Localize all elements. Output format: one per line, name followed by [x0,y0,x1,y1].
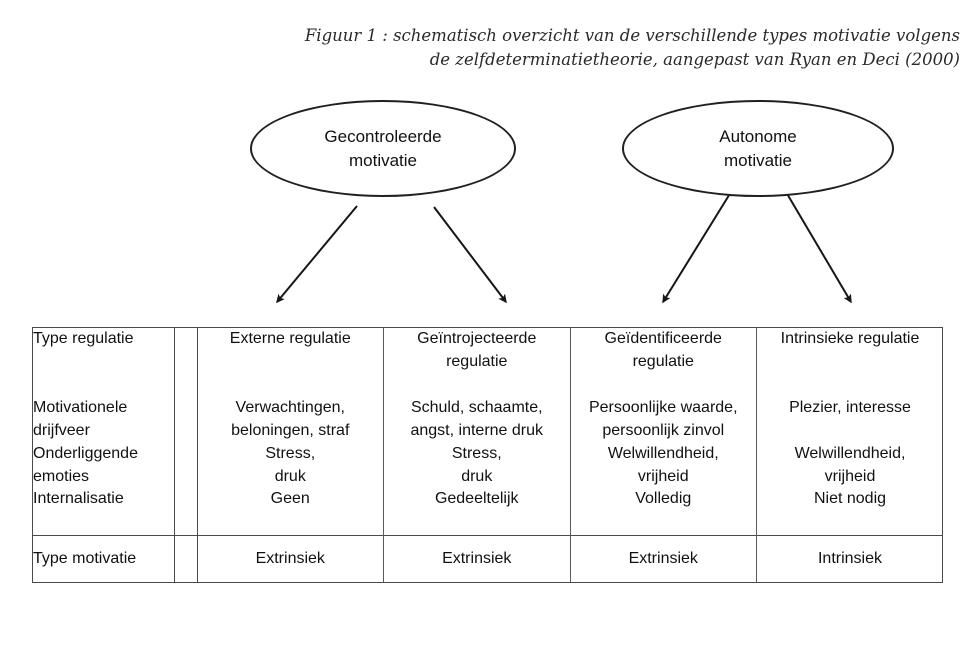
node-controlled-motivation[interactable]: Gecontroleerde motivatie [250,100,516,197]
spacer-column [174,488,198,512]
cell-drijfveer-geidentificeerde: Persoonlijke waarde, persoonlijk zinvol [570,397,757,443]
cell-type-motivatie-geidentificeerde: Extrinsiek [570,535,757,583]
cell-line-1: Geïntrojecteerde [417,330,537,347]
cell-line-2: vrijheid [637,467,689,485]
row-label-type-motivatie: Type motivatie [33,535,175,583]
gap-spacer [174,373,198,398]
cell-line-1: Gedeeltelijk [434,490,519,508]
row-label-internalisatie: Internalisatie [33,488,175,512]
table-row-type-regulatie: Type regulatie Externe regulatie Geïntro… [33,328,944,374]
cell-internalisatie-externe: Geen [197,488,384,512]
figure-caption: Figuur 1 : schematisch overzicht van de … [300,24,960,73]
node-autonomous-line-2: motivatie [723,150,793,170]
cell-line-1: Verwachtingen, [235,399,345,417]
cell-line-2: persoonlijk zinvol [602,422,725,440]
motivation-matrix: Type regulatie Externe regulatie Geïntro… [32,327,944,584]
node-controlled-label: Gecontroleerde motivatie [324,125,441,172]
cell-line-1: Persoonlijke waarde, [588,399,738,417]
cell-drijfveer-geintrojecteerde: Schuld, schaamte, angst, interne druk [383,397,571,443]
cell-emoties-externe: Stress, druk [197,442,384,489]
gap-c2 [383,511,571,536]
row-gap-bottom [33,511,943,536]
row-label-line-2: drijfveer [33,422,90,440]
cell-drijfveer-externe: Verwachtingen, beloningen, straf [197,397,384,443]
node-controlled-line-1: Gecontroleerde [324,127,442,147]
cell-type-regulatie-geidentificeerde: Geïdentificeerde regulatie [570,328,757,374]
gap-c3 [570,373,757,398]
node-autonomous-line-1: Autonome [719,127,797,147]
gap-spacer [174,511,198,536]
table-row-onderliggende-emoties: Onderliggende emoties Stress, druk Stres… [33,442,944,489]
cell-line-1: Stress, [265,444,316,462]
cell-line-1: Welwillendheid, [794,444,906,462]
cell-type-regulatie-intrinsieke: Intrinsieke regulatie [757,328,944,373]
cell-line-2: regulatie [446,352,508,370]
cell-type-motivatie-externe: Extrinsiek [197,535,384,583]
arrow-autonomous-to-identified [662,191,732,304]
arrow-autonomous-to-intrinsic [785,191,852,304]
cell-line-1: Geïdentificeerde [604,330,722,347]
cell-line-2: druk [461,467,493,485]
gap-c2 [383,373,571,398]
row-label-type-regulatie: Type regulatie [33,328,175,374]
row-label-line-2: emoties [33,467,90,485]
row-label-line-1: Motivationele [33,399,128,417]
cell-line-1: Externe regulatie [229,330,351,347]
table-row-internalisatie: Internalisatie Geen Gedeeltelijk Volledi… [33,488,944,512]
cell-line-1: Geen [270,490,310,508]
cell-line-1: Volledig [635,490,692,508]
cell-drijfveer-intrinsieke: Plezier, interesse [757,397,944,442]
row-gap [33,373,944,398]
gap-label [33,373,175,398]
gap-c4 [757,511,944,536]
spacer-column [174,328,198,374]
cell-line-1: Stress, [451,444,502,462]
motivation-table: Type regulatie Externe regulatie Geïntro… [33,328,944,583]
gap-c1 [197,511,384,536]
cell-emoties-geidentificeerde: Welwillendheid, vrijheid [570,442,757,489]
cell-line-1: Schuld, schaamte, [410,399,543,417]
node-controlled-line-2: motivatie [348,150,418,170]
cell-line-1: Niet nodig [813,490,887,508]
row-label-motivationele-drijfveer: Motivationele drijfveer [33,397,175,443]
cell-emoties-intrinsieke: Welwillendheid, vrijheid [757,443,944,488]
gap-c3 [570,511,757,536]
cell-emoties-geintrojecteerde: Stress, druk [383,442,571,489]
gap-c1 [197,373,384,398]
cell-type-regulatie-externe: Externe regulatie [197,328,384,374]
caption-line-2: de zelfdeterminatietheorie, aangepast va… [429,50,960,70]
cell-line-2: regulatie [632,352,694,370]
node-autonomous-label: Autonome motivatie [719,125,797,172]
caption-line-1: Figuur 1 : schematisch overzicht van de … [304,26,960,45]
cell-internalisatie-intrinsieke: Niet nodig [757,488,944,511]
table-row-type-motivatie: Type motivatie Extrinsiek Extrinsiek Ext… [33,535,943,583]
spacer-column [174,535,198,583]
row-label-line-1: Onderliggende [33,444,138,462]
cell-line-1: Welwillendheid, [607,444,719,462]
row-label-line-1: Internalisatie [33,490,124,508]
cell-line-2: vrijheid [824,467,876,485]
spacer-column [174,397,198,443]
cell-line-1: Plezier, interesse [789,399,911,417]
cell-internalisatie-geidentificeerde: Volledig [570,488,757,512]
table-row-motivationele-drijfveer: Motivationele drijfveer Verwachtingen, b… [33,397,944,443]
cell-line-2: druk [274,467,306,485]
gap-label [33,511,175,536]
cell-type-motivatie-intrinsieke: Intrinsiek [756,535,943,583]
cell-type-regulatie-geintrojecteerde: Geïntrojecteerde regulatie [383,328,571,374]
gap-c4 [757,373,944,397]
cell-line-2: angst, interne druk [410,422,544,440]
node-autonomous-motivation[interactable]: Autonome motivatie [622,100,894,197]
row-label-onderliggende-emoties: Onderliggende emoties [33,442,175,489]
spacer-column [174,442,198,489]
cell-type-motivatie-geintrojecteerde: Extrinsiek [383,535,571,583]
row-label-line-1: Type regulatie [33,330,134,347]
arrow-controlled-to-external [276,205,358,304]
arrow-controlled-to-introjected [433,206,507,304]
cell-line-2: beloningen, straf [231,422,350,440]
cell-internalisatie-geintrojecteerde: Gedeeltelijk [383,488,571,512]
cell-line-1: Intrinsieke regulatie [780,330,920,347]
